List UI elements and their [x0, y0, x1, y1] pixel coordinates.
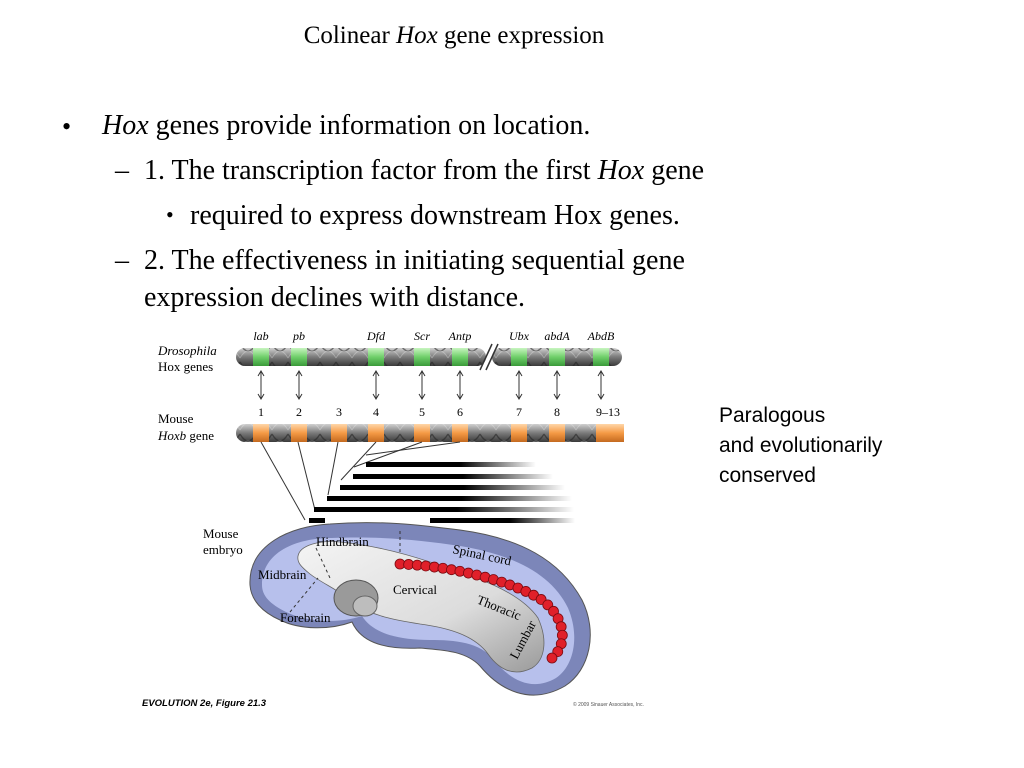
- arrow-head-up: [257, 370, 265, 377]
- mouse-gene-9: [596, 424, 624, 442]
- spinal-cord-segments: [394, 558, 568, 664]
- arrow-head-down: [456, 393, 464, 400]
- mouse-gene-number: 3: [336, 405, 342, 419]
- mouse-gene-number: 9–13: [596, 405, 620, 419]
- copyright-text: © 2009 Sinauer Associates, Inc.: [573, 701, 644, 708]
- spinal-segment: [546, 652, 558, 664]
- fly-gene-label-pb: pb: [292, 329, 305, 343]
- arrow-head-down: [257, 393, 265, 400]
- arrow-head-up: [295, 370, 303, 377]
- fly-gene-segments: [253, 348, 609, 366]
- arrow-head-down: [597, 393, 605, 400]
- mouse-gene-6: [452, 424, 468, 442]
- arrow-head-down: [553, 393, 561, 400]
- side-note-line-2: and evolutionarily: [719, 434, 883, 457]
- mouse-gene-number: 5: [419, 405, 425, 419]
- side-note-line-3: conserved: [719, 464, 816, 487]
- expression-fan-lines: [260, 441, 461, 521]
- mouse-gene-number: 8: [554, 405, 560, 419]
- mouse-embryo-label: Mouse: [203, 526, 239, 541]
- side-note: Paralogous and evolutionarily conserved: [719, 401, 882, 491]
- mouse-gene-numbers: 1 2 3 4 5 6 7 8 9–13: [258, 405, 620, 419]
- bullet-2-suffix: gene: [644, 155, 705, 186]
- arrow-head-up: [515, 370, 523, 377]
- mouse-gene-number: 4: [373, 405, 379, 419]
- bullet-3: required to express downstream Hox genes…: [190, 200, 680, 231]
- embryo-label: embryo: [203, 542, 243, 557]
- bullet-dot: •: [62, 112, 72, 141]
- fly-gene-label-Dfd: Dfd: [366, 329, 386, 343]
- fly-gene-label-Scr: Scr: [414, 329, 430, 343]
- arrow-head-up: [372, 370, 380, 377]
- bullet-1: Hox genes provide information on locatio…: [102, 110, 590, 142]
- bullet-2-text: 1. The transcription factor from the fir…: [144, 155, 598, 186]
- arrow-head-down: [418, 393, 426, 400]
- mouse-gene-number: 6: [457, 405, 463, 419]
- fly-gene-label-Antp: Antp: [448, 329, 472, 343]
- side-note-line-1: Paralogous: [719, 404, 826, 427]
- mouse-gene-number: 7: [516, 405, 522, 419]
- bullet-3-dot: •: [166, 202, 174, 227]
- bullet-4-dash: –: [115, 245, 129, 276]
- fly-gene-AbdB: [593, 348, 609, 366]
- title-italic: Hox: [396, 22, 438, 49]
- fly-gene-label-lab: lab: [253, 329, 268, 343]
- fly-gene-Antp: [452, 348, 468, 366]
- mouse-gene-segments: [253, 424, 624, 442]
- hoxb-gene-label: Hoxb gene: [157, 428, 214, 443]
- fly-gene-Scr: [414, 348, 430, 366]
- fly-hox-genes-label: Hox genes: [158, 359, 213, 374]
- arrow-head-up: [456, 370, 464, 377]
- drosophila-label: Drosophila: [157, 343, 217, 358]
- mouse-gene-2: [291, 424, 307, 442]
- bullet-1-italic: Hox: [102, 110, 149, 141]
- hindbrain-label: Hindbrain: [316, 534, 369, 549]
- mouse-gene-number: 2: [296, 405, 302, 419]
- midbrain-label: Midbrain: [258, 567, 307, 582]
- bullet-2-italic: Hox: [597, 155, 645, 186]
- fly-gene-label-AbdB: AbdB: [587, 329, 615, 343]
- arrow-head-down: [372, 393, 380, 400]
- homology-arrows: [257, 370, 605, 400]
- fly-gene-label-Ubx: Ubx: [509, 329, 530, 343]
- forebrain-label: Forebrain: [280, 610, 331, 625]
- bullet-2: 1. The transcription factor from the fir…: [144, 155, 704, 187]
- mouse-gene-7: [511, 424, 527, 442]
- slide-title: Colinear Hox gene expression: [0, 22, 908, 50]
- fly-gene-Ubx: [511, 348, 527, 366]
- bullet-2-dash: –: [115, 155, 129, 186]
- title-text: Colinear: [303, 22, 397, 49]
- title-text-suffix: gene expression: [437, 22, 605, 49]
- arrow-head-up: [553, 370, 561, 377]
- figure-caption: EVOLUTION 2e, Figure 21.3: [142, 698, 267, 709]
- mouse-gene-8: [549, 424, 565, 442]
- mouse-gene-1: [253, 424, 269, 442]
- arrow-head-down: [295, 393, 303, 400]
- arrow-head-down: [515, 393, 523, 400]
- arrow-head-up: [597, 370, 605, 377]
- fly-gene-lab: [253, 348, 269, 366]
- mouse-gene-5: [414, 424, 430, 442]
- mouse-label: Mouse: [158, 411, 194, 426]
- bullet-1-text: genes provide information on location.: [148, 110, 591, 141]
- fly-gene-pb: [291, 348, 307, 366]
- cervical-label: Cervical: [393, 582, 437, 597]
- mouse-gene-4: [368, 424, 384, 442]
- embryo-illustration: [249, 522, 591, 696]
- fly-gene-abdA: [549, 348, 565, 366]
- bullet-4-line-2: expression declines with distance.: [144, 282, 526, 313]
- mouse-gene-3: [331, 424, 347, 442]
- fly-gene-label-abdA: abdA: [544, 329, 570, 343]
- expression-bars: [309, 462, 575, 523]
- mouse-gene-number: 1: [258, 405, 264, 419]
- fly-gene-Dfd: [368, 348, 384, 366]
- arrow-head-up: [418, 370, 426, 377]
- bullet-4-line-1: 2. The effectiveness in initiating seque…: [144, 245, 685, 276]
